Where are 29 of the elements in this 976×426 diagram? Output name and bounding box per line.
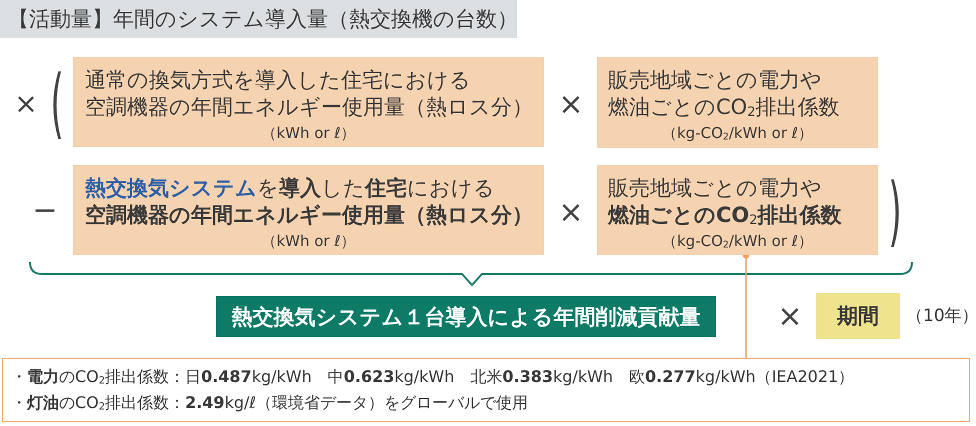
period-box [816,293,900,339]
heading-band [0,0,517,38]
unit-text: （kWh or ℓ） [260,123,357,144]
period-text: 期間 [837,303,879,329]
note-text: ・灯油のCO$_{2}$排出係数：2.49kg/ℓ（環境省データ）をグローバルで使用 [11,392,529,414]
heading-text: 【活動量】年間のシステム導入量（熱交換機の台数） [8,6,509,32]
minus-sign: − [32,196,58,226]
term-text: 販売地域ごとの電力や燃油ごとのCO$_{2}$排出係数 [608,67,840,121]
multiply-sign: × [777,302,803,332]
term-box [73,57,544,147]
result-box [216,296,716,337]
duration-text: （10年） [906,305,976,327]
term-text: 販売地域ごとの電力や燃油ごとのCO$_{2}$排出係数 [608,175,843,229]
close-parenthesis: ) [888,173,902,249]
term-box [597,57,878,148]
multiply-sign: × [558,90,584,120]
note-box [2,358,970,422]
result-text: 熱交換気システム１台導入による年間削減貢献量 [232,304,700,330]
multiply-sign: × [14,90,38,118]
term-text: 熱交換気システムを導入した住宅における空調機器の年間エネルギー使用量（熱ロス分） [85,175,532,229]
term-box [597,165,878,255]
open-parenthesis: ( [50,65,64,141]
unit-text: （kWh or ℓ） [260,231,357,252]
multiply-sign: × [558,198,584,228]
unit-text: （kg-CO$_{2}$/kWh or ℓ） [661,231,814,252]
term-text: 通常の換気方式を導入した住宅における空調機器の年間エネルギー使用量（熱ロス分） [85,67,532,121]
note-text: ・電力のCO$_{2}$排出係数：日0.487kg/kWh 中0.623kg/kWh 北米0.383kg/kWh 欧0.277kg/kWh（IEA2021） [11,366,856,388]
unit-text: （kg-CO$_{2}$/kWh or ℓ） [661,123,814,144]
term-box [73,165,544,255]
